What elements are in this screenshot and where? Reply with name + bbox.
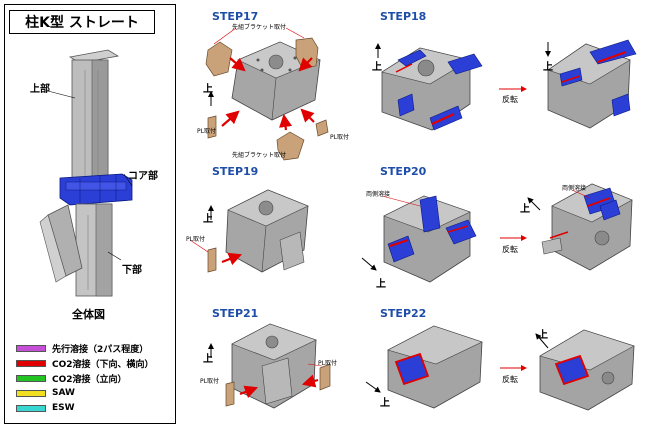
legend-item-co2-flat: CO2溶接（下向、横向） — [16, 357, 154, 370]
legend-swatch — [16, 404, 46, 412]
step18-title: STEP18 — [380, 10, 427, 23]
step22-dir-a: 上 — [380, 398, 390, 409]
leader-upper — [47, 90, 76, 99]
step17-ann-pl-right: PL取付 — [330, 134, 349, 141]
step21-drawing — [208, 323, 331, 409]
overview-panel — [4, 4, 176, 424]
step18-dir-b: 上 — [543, 62, 553, 73]
part-core-label: コア部 — [128, 171, 158, 182]
step21-ann-pl-right: PL取付 — [318, 360, 337, 367]
overview-title: 柱K型 ストレート — [9, 10, 155, 34]
step17-dir-label: 上 — [203, 84, 213, 95]
step18-flip-label: 反転 — [502, 95, 518, 104]
overview-caption: 全体図 — [72, 308, 105, 321]
step18-drawing — [375, 39, 637, 131]
step17-ann-top: 先組ブラケット取付 — [232, 24, 287, 31]
legend-swatch — [16, 359, 46, 367]
part-lower-label: 下部 — [122, 265, 142, 276]
step18-dir-a: 上 — [372, 62, 382, 73]
legend-swatch — [16, 374, 46, 382]
step20-dir-b: 上 — [520, 204, 530, 215]
step20-title: STEP20 — [380, 165, 427, 178]
step21-dir-label: 上 — [203, 354, 213, 365]
legend-label: SAW — [52, 388, 75, 398]
legend-swatch — [16, 344, 46, 352]
step19-title: STEP19 — [212, 165, 259, 178]
step19-ann-pl: PL取付 — [186, 236, 205, 243]
legend-item-co2-vertical: CO2溶接（立向） — [16, 372, 127, 385]
leader-core — [123, 173, 133, 187]
legend-label: CO2溶接（立向） — [52, 374, 127, 385]
step17-drawing — [205, 27, 329, 161]
step21-title: STEP21 — [212, 307, 259, 320]
step22-flip-label: 反転 — [502, 375, 518, 384]
part-upper-label: 上部 — [30, 84, 50, 95]
column-overall-drawing — [39, 49, 133, 297]
step19-drawing — [189, 189, 309, 273]
step17-title: STEP17 — [212, 10, 259, 23]
legend-label: ESW — [52, 403, 75, 413]
step20-flip-label: 反転 — [502, 245, 518, 254]
legend-item-esw: ESW — [16, 402, 75, 414]
step17-ann-pl-left: PL取付 — [197, 128, 216, 135]
step20-dir-a: 上 — [376, 279, 386, 290]
legend-item-preweld: 先行溶接（2パス程度） — [16, 342, 149, 355]
step22-drawing — [365, 325, 635, 411]
legend-label: CO2溶接（下向、横向） — [52, 359, 154, 370]
step17-ann-bottom: 先組ブラケット取付 — [232, 152, 287, 159]
step22-dir-b: 上 — [538, 330, 548, 341]
step20-ann-b: 両側溶接 — [562, 185, 587, 192]
legend-swatch — [16, 389, 46, 397]
step19-dir-label: 上 — [203, 214, 213, 225]
legend-item-saw: SAW — [16, 387, 75, 399]
step20-ann-a: 両側溶接 — [366, 191, 391, 198]
leader-lower — [107, 251, 122, 261]
legend-label: 先行溶接（2パス程度） — [52, 344, 149, 355]
step22-title: STEP22 — [380, 307, 427, 320]
step21-ann-pl-left: PL取付 — [200, 378, 219, 385]
step20-drawing — [361, 183, 633, 283]
